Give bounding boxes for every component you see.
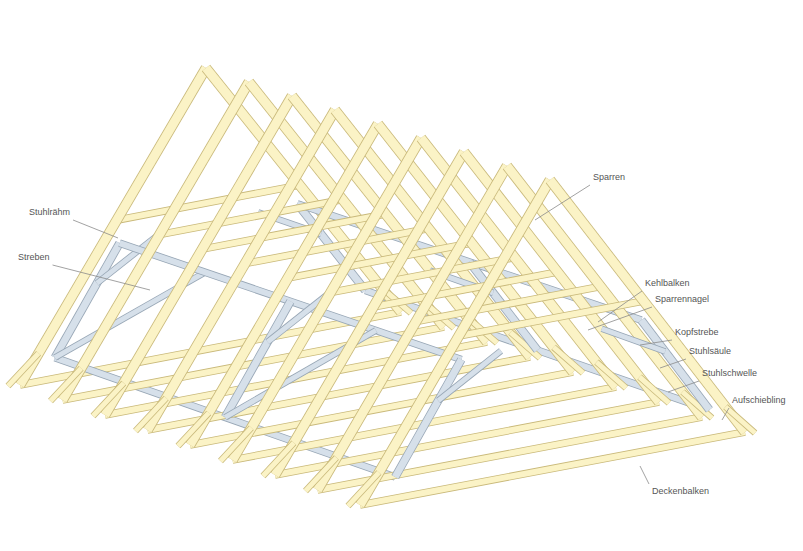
sparren: [550, 180, 745, 432]
aufschiebling: [306, 458, 337, 491]
part-label: Kehlbalken: [644, 278, 691, 289]
aufschiebling: [726, 407, 756, 433]
sparren: [63, 82, 250, 400]
sparren: [105, 96, 292, 415]
sparren: [318, 166, 508, 490]
aufschiebling: [554, 347, 584, 373]
aufschiebling: [221, 428, 252, 461]
aufschiebling: [51, 368, 82, 401]
aufschiebling: [136, 398, 167, 431]
part-label: Stuhlrähm: [28, 207, 71, 218]
aufschiebling: [136, 398, 167, 431]
sparren: [318, 166, 508, 490]
sparren: [20, 68, 206, 385]
aufschiebling: [263, 443, 294, 476]
aufschiebling: [597, 362, 627, 388]
kopfstrebe: [602, 329, 665, 352]
sparren: [550, 180, 745, 432]
sparren: [360, 180, 550, 505]
aufschiebling: [348, 473, 379, 507]
aufschiebling: [726, 407, 756, 433]
sparren: [233, 138, 422, 460]
aufschiebling: [8, 353, 39, 386]
aufschiebling: [93, 383, 124, 416]
leader-line: [73, 220, 118, 238]
kehlbalken: [459, 301, 644, 336]
sparren: [63, 82, 250, 400]
sparren: [233, 138, 422, 460]
leader-line: [588, 307, 652, 330]
part-label: Stuhlschwelle: [701, 368, 758, 379]
leader-line: [535, 185, 590, 220]
aufschiebling: [597, 362, 627, 388]
leader-line: [53, 265, 150, 290]
part-label: Streben: [17, 252, 51, 263]
sparren: [190, 124, 378, 445]
leader-line: [640, 340, 672, 345]
part-label: Sparren: [592, 172, 626, 183]
aufschiebling: [306, 458, 337, 491]
aufschiebling: [51, 368, 82, 401]
part-label: Sparrennagel: [654, 294, 710, 305]
leader-line: [598, 291, 642, 322]
sparren: [20, 68, 206, 385]
sparren: [105, 96, 292, 415]
kehlbalken: [459, 301, 644, 336]
sparren: [148, 110, 336, 430]
leader-line: [640, 466, 649, 484]
aufschiebling: [263, 443, 294, 476]
part-label: Stuhlsäule: [688, 346, 732, 357]
part-label: Kopfstrebe: [674, 327, 720, 338]
part-label: Deckenbalken: [651, 486, 710, 497]
aufschiebling: [348, 473, 379, 507]
aufschiebling: [8, 353, 39, 386]
sparren: [275, 152, 464, 475]
leader-line: [722, 408, 729, 420]
aufschiebling: [640, 377, 670, 403]
aufschiebling: [93, 383, 124, 416]
aufschiebling: [178, 413, 209, 446]
sparren: [148, 110, 336, 430]
aufschiebling: [178, 413, 209, 446]
sparren: [190, 124, 378, 445]
sparren: [275, 152, 464, 475]
aufschiebling: [640, 377, 670, 403]
part-label: Aufschiebling: [731, 395, 787, 406]
leader-line: [668, 381, 699, 392]
kopfstrebe: [602, 329, 665, 352]
aufschiebling: [554, 347, 584, 373]
sparren: [360, 180, 550, 505]
aufschiebling: [221, 428, 252, 461]
leader-line: [660, 359, 686, 368]
